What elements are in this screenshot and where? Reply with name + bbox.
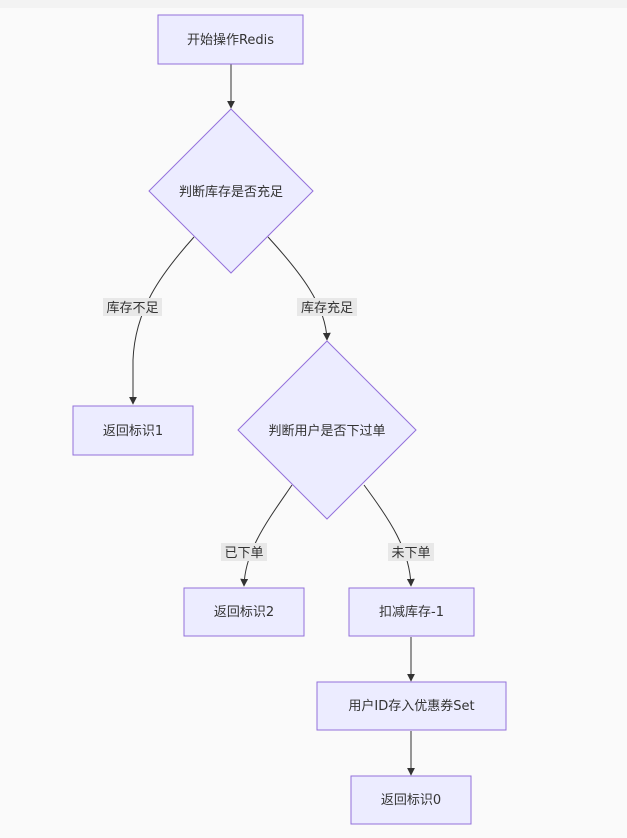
- node-check-stock: 判断库存是否充足: [148, 108, 314, 274]
- edge-label-ordered: 已下单: [221, 543, 267, 561]
- edge-check-order-to-return-2: [240, 484, 293, 587]
- node-start: 开始操作Redis: [157, 14, 304, 65]
- node-check-stock-label: 判断库存是否充足: [179, 184, 283, 200]
- node-store-user-label: 用户ID存入优惠券Set: [348, 698, 474, 714]
- edge-label-not-ordered-text: 未下单: [391, 546, 430, 561]
- edge-label-not-ordered: 未下单: [388, 543, 434, 561]
- node-deduct: 扣减库存-1: [348, 587, 475, 637]
- node-store-user: 用户ID存入优惠券Set: [316, 681, 507, 731]
- node-return-1: 返回标识1: [72, 405, 194, 456]
- edge-label-ordered-text: 已下单: [224, 546, 263, 561]
- node-return-2-label: 返回标识2: [214, 605, 274, 620]
- edge-check-stock-to-return-1: [129, 236, 195, 405]
- edge-label-stock-sufficient-text: 库存充足: [301, 300, 353, 316]
- node-start-label: 开始操作Redis: [187, 32, 274, 48]
- edge-check-order-to-deduct: [363, 484, 415, 587]
- node-return-0: 返回标识0: [350, 775, 472, 825]
- node-deduct-label: 扣减库存-1: [379, 604, 444, 620]
- node-return-1-label: 返回标识1: [103, 424, 163, 439]
- node-check-order: 判断用户是否下过单: [237, 340, 417, 520]
- node-return-2: 返回标识2: [183, 587, 305, 637]
- node-return-0-label: 返回标识0: [381, 793, 441, 808]
- edge-label-stock-sufficient: 库存充足: [297, 298, 357, 316]
- edge-label-stock-insufficient-text: 库存不足: [106, 300, 158, 316]
- edge-label-stock-insufficient: 库存不足: [103, 298, 162, 316]
- node-check-order-label: 判断用户是否下过单: [268, 423, 385, 439]
- edge-check-stock-to-check-order: [267, 236, 331, 341]
- top-bar: [0, 0, 627, 8]
